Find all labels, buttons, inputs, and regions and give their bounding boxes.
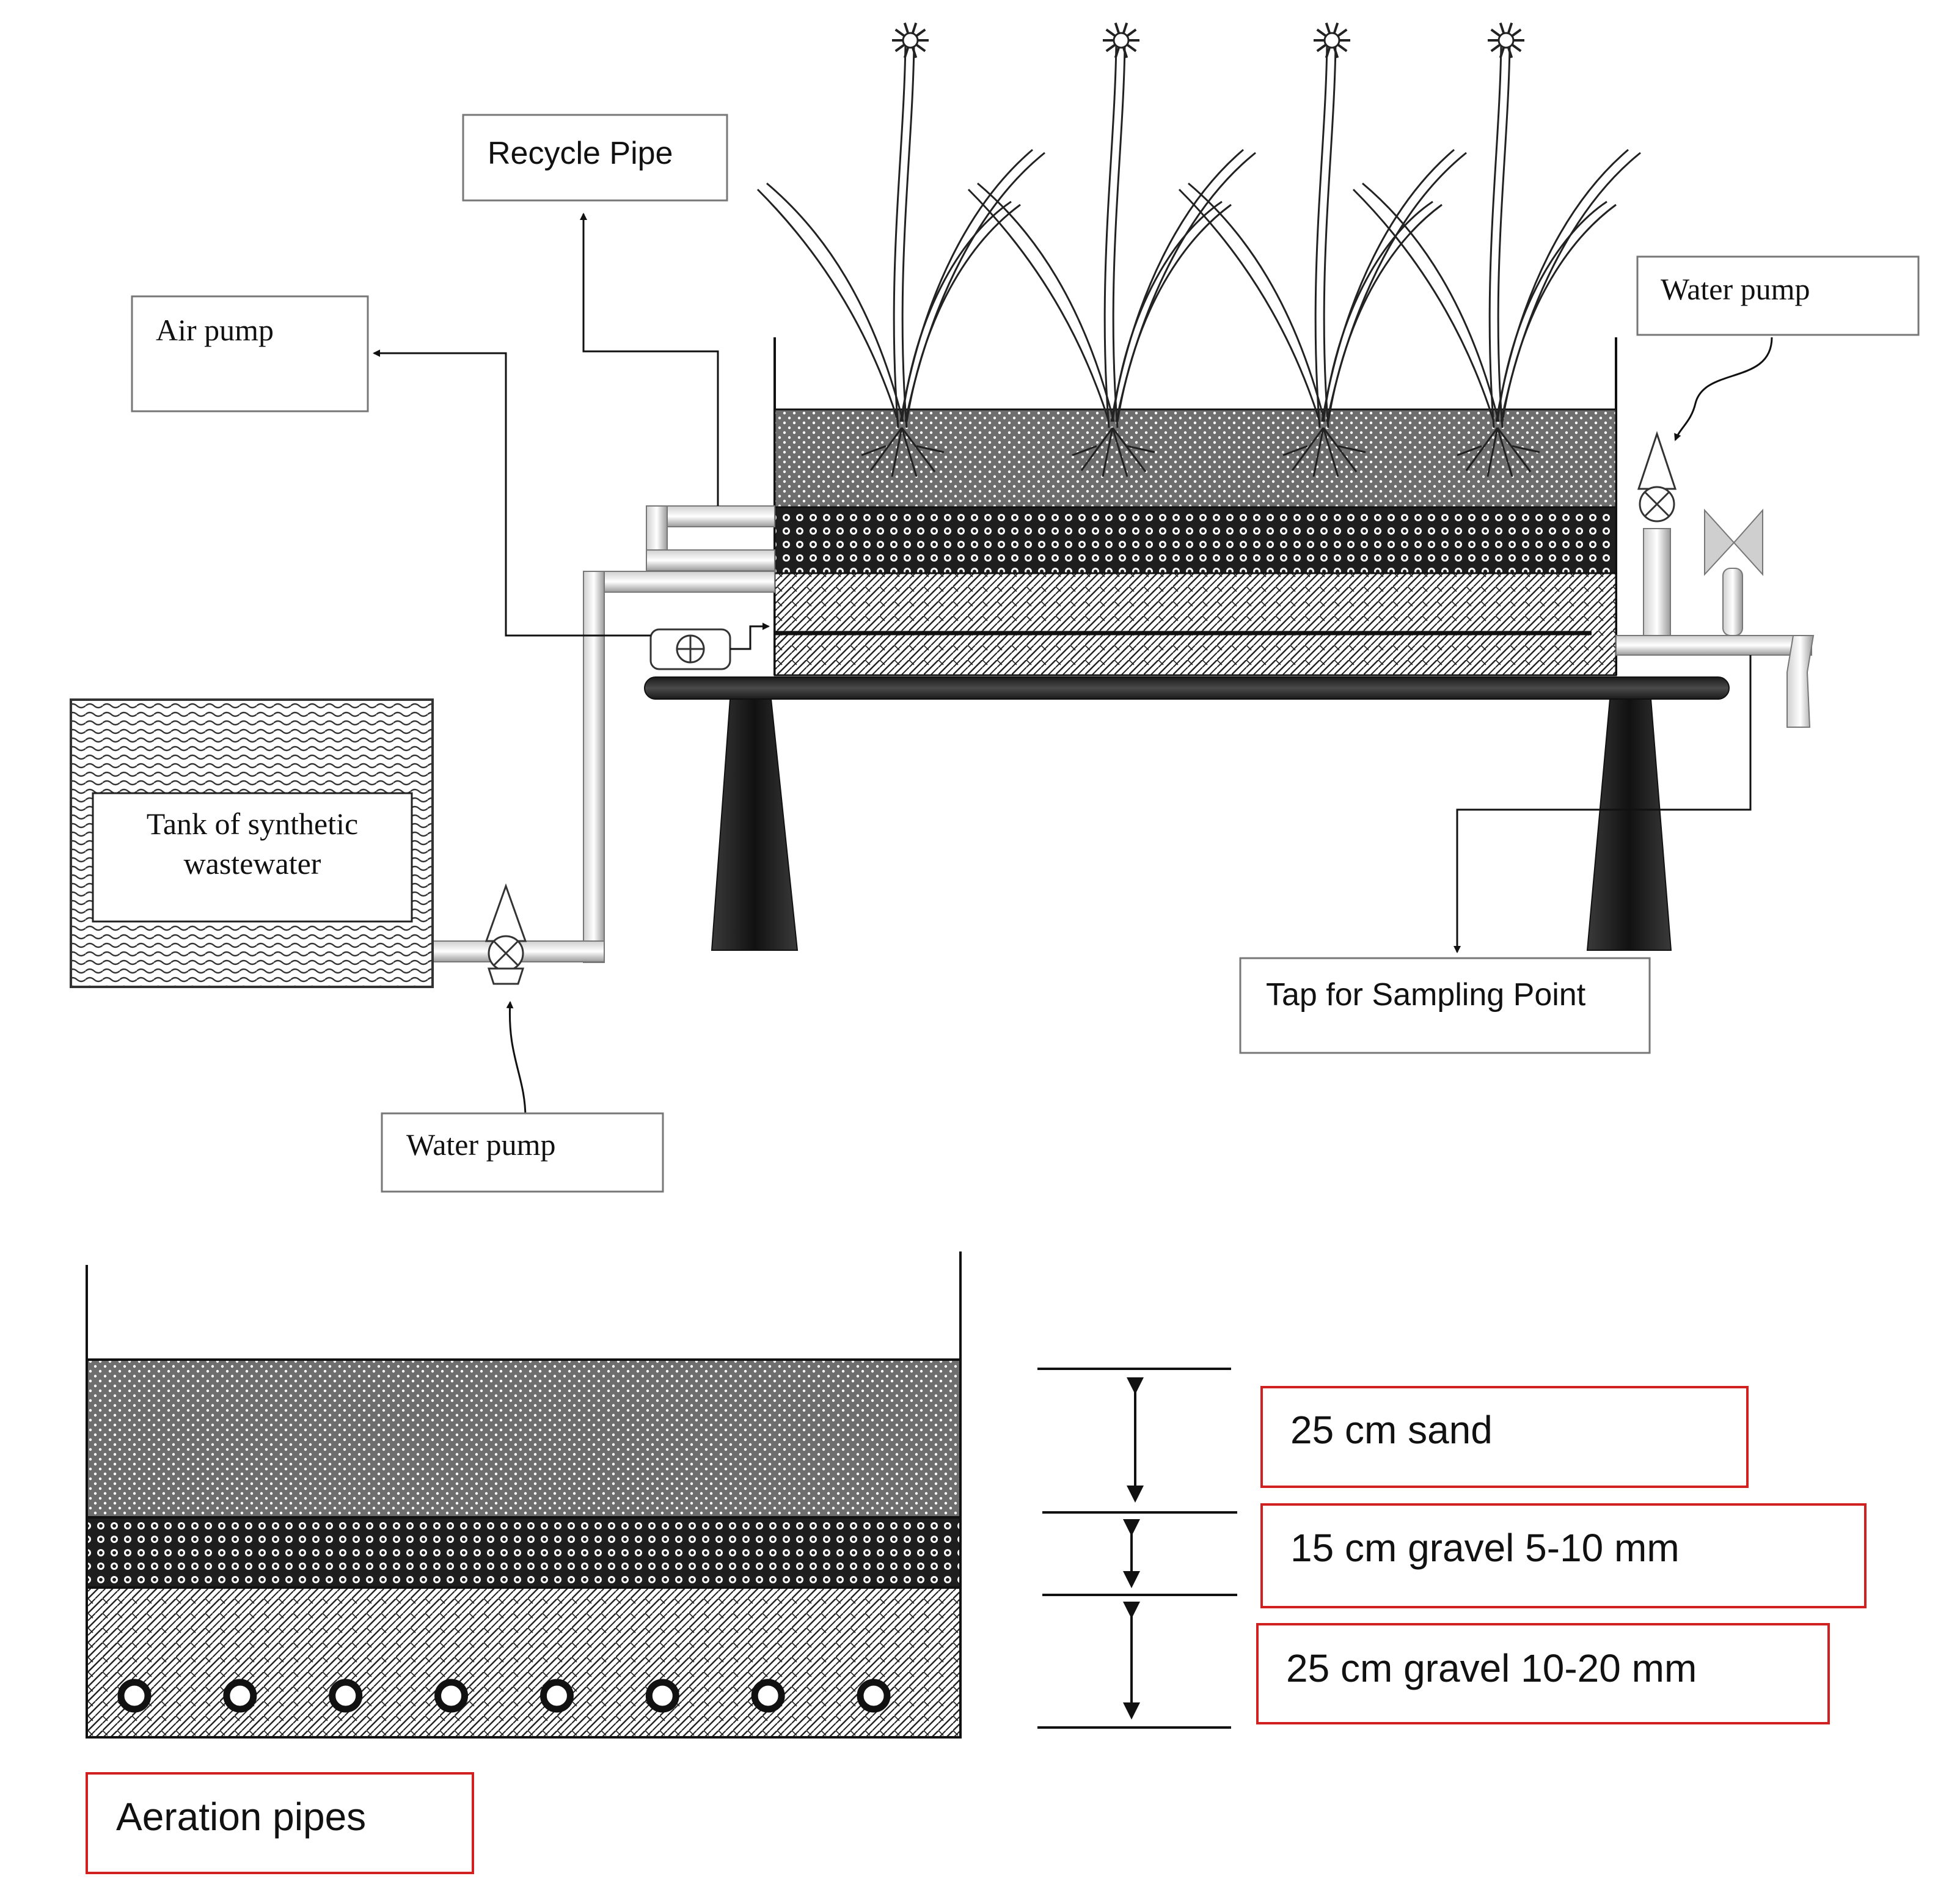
label-tap-sampling: Tap for Sampling Point bbox=[1239, 957, 1651, 1054]
plant-icon bbox=[1178, 42, 1467, 477]
plant-icon bbox=[967, 42, 1256, 477]
plants-group bbox=[756, 22, 1641, 477]
aeration-pipes-group bbox=[117, 1679, 891, 1713]
section-fine-gravel bbox=[86, 1516, 962, 1589]
aeration-pipe bbox=[857, 1679, 891, 1713]
flower-icon bbox=[1314, 22, 1350, 59]
tap-icon bbox=[1704, 508, 1763, 576]
flower-icon bbox=[1103, 22, 1139, 59]
pump-valve-icon bbox=[485, 883, 527, 985]
label-coarse-gravel: 25 cm gravel 10-20 mm bbox=[1256, 1623, 1830, 1724]
fine-gravel-layer bbox=[773, 506, 1617, 574]
label-sand: 25 cm sand bbox=[1260, 1386, 1749, 1488]
svg-text:Water pump: Water pump bbox=[1661, 272, 1810, 306]
dimension-lines bbox=[1037, 1368, 1237, 1729]
pipes bbox=[432, 505, 1815, 963]
tank-label-line1: Tank of synthetic bbox=[147, 807, 358, 841]
pump-valve-icon bbox=[1637, 431, 1677, 522]
plant-icon bbox=[1352, 42, 1641, 477]
svg-text:Air pump: Air pump bbox=[156, 313, 274, 347]
aeration-pipe bbox=[434, 1679, 469, 1713]
aeration-pipe bbox=[117, 1679, 152, 1713]
tank-label-line2: wastewater bbox=[184, 846, 321, 881]
connectors bbox=[373, 213, 1773, 1119]
label-water-pump-right: Water pump bbox=[1636, 255, 1920, 336]
layer-cross-section bbox=[86, 1251, 962, 1739]
aeration-pipe bbox=[645, 1679, 679, 1713]
aeration-pipe bbox=[329, 1679, 363, 1713]
svg-text:25 cm gravel 10-20 mm: 25 cm gravel 10-20 mm bbox=[1286, 1646, 1697, 1690]
aeration-pipe bbox=[539, 1679, 574, 1713]
flower-icon bbox=[892, 22, 929, 59]
label-recycle-pipe: Recycle Pipe bbox=[462, 114, 728, 202]
svg-text:Tap for Sampling Point: Tap for Sampling Point bbox=[1266, 977, 1586, 1013]
label-water-pump-bottom: Water pump bbox=[381, 1112, 664, 1193]
svg-text:Water pump: Water pump bbox=[406, 1127, 556, 1162]
wastewater-tank: Tank of synthetic wastewater bbox=[70, 698, 434, 988]
svg-text:Aeration pipes: Aeration pipes bbox=[116, 1795, 366, 1839]
svg-text:25 cm sand: 25 cm sand bbox=[1290, 1408, 1493, 1452]
section-sand bbox=[86, 1358, 962, 1519]
svg-text:15 cm gravel 5-10 mm: 15 cm gravel 5-10 mm bbox=[1290, 1526, 1680, 1570]
support-table bbox=[644, 676, 1730, 951]
svg-text:Recycle Pipe: Recycle Pipe bbox=[488, 136, 673, 171]
aeration-pipe bbox=[751, 1679, 785, 1713]
section-coarse-gravel bbox=[86, 1586, 962, 1739]
sand-layer bbox=[773, 408, 1617, 508]
air-diffuser-icon bbox=[649, 623, 770, 670]
coarse-gravel-layer bbox=[773, 572, 1617, 676]
label-fine-gravel: 15 cm gravel 5-10 mm bbox=[1260, 1503, 1867, 1608]
flower-icon bbox=[1488, 22, 1524, 59]
label-aeration-pipes: Aeration pipes bbox=[86, 1772, 474, 1874]
label-air-pump: Air pump bbox=[131, 295, 369, 412]
aeration-pipe bbox=[223, 1679, 257, 1713]
